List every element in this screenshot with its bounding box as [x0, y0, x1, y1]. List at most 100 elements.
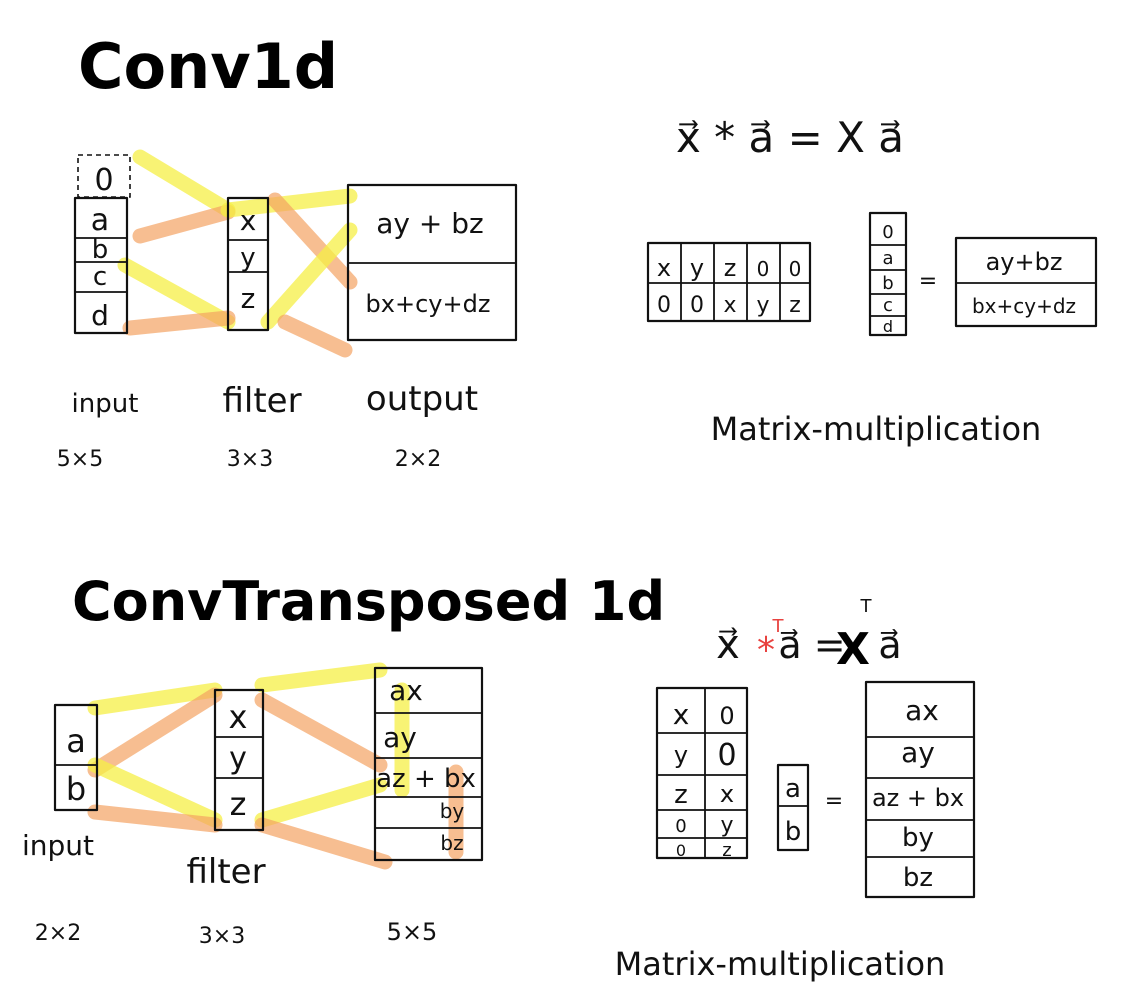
connection-line	[277, 314, 353, 358]
filter-box	[213, 688, 265, 832]
matrix-cell: 0	[657, 293, 671, 318]
conv1d-equation: x⃗ * a⃗ = X a⃗	[676, 113, 904, 162]
conv1d-output-column: ay + bz bx+cy+dz	[346, 183, 518, 342]
filter-cell: y	[240, 243, 255, 273]
result-box	[954, 236, 1098, 328]
conv1d-caption: Matrix-multiplication	[711, 410, 1042, 448]
output-size: 5×5	[387, 918, 438, 946]
matrix-cell: y	[690, 254, 704, 282]
convtransposed1d-filter-column: x y z	[213, 688, 265, 832]
vector-cell: b	[882, 273, 893, 294]
matrix-cell: y	[720, 813, 733, 838]
equals-sign: =	[825, 789, 843, 814]
equation-lhs: x⃗	[716, 622, 740, 668]
filter-cell: z	[230, 785, 247, 823]
matrix-cell: x	[657, 254, 671, 282]
connection-line	[132, 204, 236, 244]
conv1d-input-column: 0 a b c d	[73, 154, 131, 335]
filter-label: filter	[222, 381, 301, 421]
vector-cell: b	[785, 817, 802, 847]
connection-line	[260, 222, 358, 330]
conv1d-matrix: x y z 0 0 0 0 x y z 0 a b c d = ay+bz bx…	[646, 211, 1098, 337]
connection-line	[254, 777, 388, 828]
connection-line	[87, 682, 223, 716]
matrix-cell: x	[673, 698, 690, 731]
filter-label: filter	[186, 852, 265, 892]
result-cell: bz	[903, 863, 933, 893]
conv1d-connections	[117, 149, 358, 358]
output-label: output	[366, 379, 478, 419]
convtransposed1d-title: ConvTransposed 1d	[72, 570, 665, 633]
equation-matrix-symbol: X	[836, 624, 870, 675]
result-box	[864, 680, 976, 899]
vector-cell: a	[882, 248, 893, 269]
matrix-cell: 0	[676, 841, 686, 860]
connection-line	[254, 662, 388, 693]
input-label: input	[72, 389, 139, 419]
matrix-cell: y	[674, 741, 688, 769]
conv1d-title: Conv1d	[78, 30, 338, 103]
output-box	[373, 666, 484, 862]
conv1d-filter-column: x y z	[226, 196, 270, 332]
input-cell: a	[91, 203, 109, 238]
output-size: 2×2	[395, 447, 441, 472]
matrix-cell: z	[789, 293, 801, 318]
connection-line	[254, 692, 388, 773]
equation-rhs: a⃗ =	[778, 623, 845, 667]
matrix-box	[646, 241, 812, 323]
result-cell: bx+cy+dz	[972, 294, 1076, 318]
matrix-cell: 0	[717, 738, 736, 773]
result-cell: ax	[905, 694, 939, 727]
transpose-operator: *	[757, 630, 775, 671]
filter-cell: x	[229, 698, 248, 736]
input-box	[53, 703, 99, 812]
vector-box	[776, 763, 810, 852]
result-cell: by	[902, 823, 934, 853]
output-cell: bx+cy+dz	[366, 290, 491, 318]
connection-line	[87, 757, 223, 828]
filter-cell: y	[229, 741, 247, 776]
output-cell: bz	[440, 831, 463, 855]
filter-size: 3×3	[199, 924, 245, 949]
result-cell: ay+bz	[986, 248, 1063, 276]
matrix-cell: 0	[690, 293, 704, 318]
result-cell: ay	[901, 736, 935, 769]
vector-box	[868, 211, 908, 337]
matrix-cell: x	[720, 780, 734, 808]
connection-line	[122, 310, 236, 336]
output-cell: az + bx	[376, 764, 476, 794]
input-label: input	[22, 829, 94, 862]
input-size: 5×5	[57, 447, 103, 472]
equation-vector: a⃗	[878, 623, 901, 667]
connection-line	[220, 188, 358, 218]
convtransposed1d-connections	[87, 662, 464, 870]
matrix-cell: z	[674, 780, 688, 810]
matrix-cell: x	[723, 293, 736, 318]
output-cell: ay	[383, 721, 417, 754]
connection-line	[254, 817, 393, 870]
input-cell: d	[91, 299, 109, 332]
input-cell: 0	[94, 163, 113, 198]
convtransposed1d-matrix: x 0 y 0 z x 0 y 0 z a b = ax ay az + bx …	[655, 680, 976, 899]
convtransposed1d-input-column: a b	[53, 703, 99, 812]
transpose-operator-superscript: T	[772, 616, 785, 637]
input-cell: b	[92, 235, 109, 265]
input-cell: a	[66, 722, 86, 760]
filter-box	[226, 196, 270, 332]
input-cell: c	[93, 262, 107, 292]
matrix-cell: z	[724, 254, 737, 282]
vector-cell: a	[785, 774, 801, 804]
connection-line	[87, 804, 223, 833]
equals-sign: =	[919, 269, 937, 294]
output-cell: ax	[389, 674, 423, 707]
vector-cell: c	[883, 295, 893, 316]
filter-cell: z	[241, 282, 256, 315]
result-cell: az + bx	[872, 784, 964, 812]
filter-size: 3×3	[227, 447, 273, 472]
input-size: 2×2	[35, 921, 81, 946]
connection-line	[132, 149, 236, 218]
matrix-box	[655, 686, 749, 860]
input-box	[73, 196, 129, 335]
convtransposed1d-output-column: ax ay az + bx by bz	[373, 666, 484, 862]
